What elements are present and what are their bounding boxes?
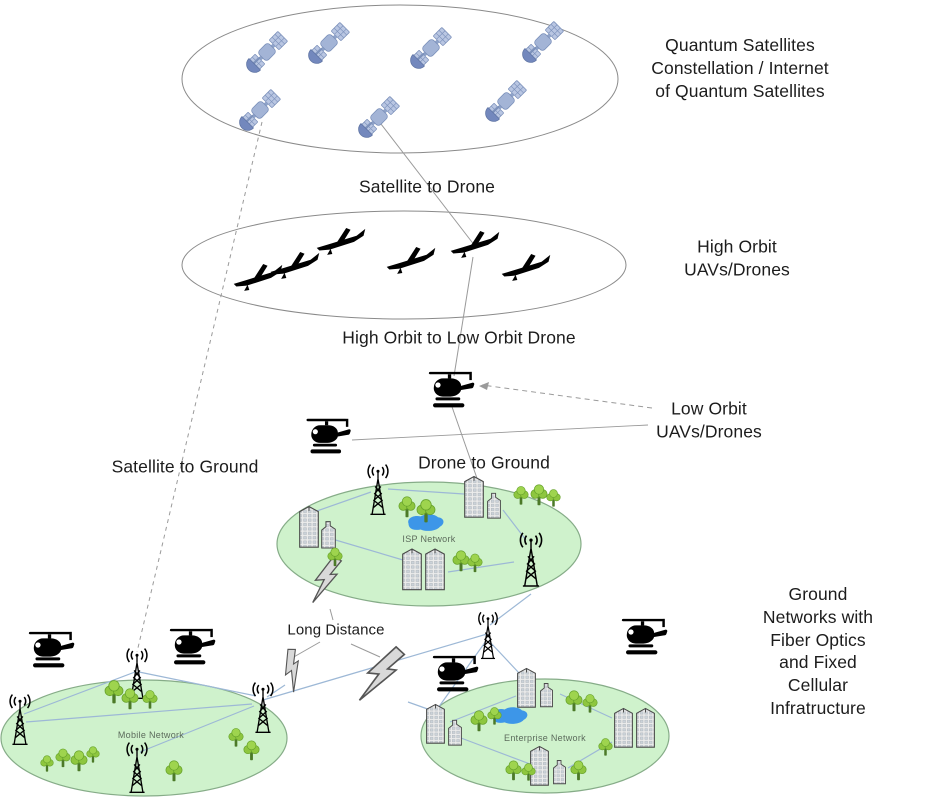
long-distance-leader-up <box>329 608 334 621</box>
satellite-icon <box>307 21 351 65</box>
label-quantum-satellites: Quantum Satellites Constellation / Inter… <box>651 34 829 101</box>
long-distance-leader-right <box>350 643 381 658</box>
enterprise-network-ellipse <box>420 678 670 794</box>
label-low-orbit-uavs: Low Orbit UAVs/Drones <box>656 398 762 441</box>
lightning-bolt-icon <box>355 639 407 711</box>
label-satellite-to-drone: Satellite to Drone <box>358 176 496 197</box>
network-link <box>449 695 517 723</box>
building-icon <box>636 707 655 748</box>
drone-icon <box>270 252 320 279</box>
satellite-icon <box>245 30 289 74</box>
tree-icon <box>546 489 561 507</box>
network-link <box>25 703 253 723</box>
high-orbit-drone-layer <box>233 228 551 291</box>
building-icon <box>464 475 484 518</box>
satellite-layer <box>238 20 565 139</box>
long-distance-leader-left <box>291 641 321 659</box>
network-link <box>23 671 136 715</box>
label-long-distance: Long Distance <box>287 621 385 639</box>
building-icon <box>517 667 536 708</box>
label-isp-network: ISP Network <box>402 534 456 545</box>
building-icon <box>614 707 633 748</box>
building-icon <box>402 548 422 591</box>
satellite-icon <box>409 26 453 70</box>
network-link <box>460 737 531 765</box>
link-lines <box>136 121 653 659</box>
network-link <box>266 684 286 698</box>
helicopter-icon <box>28 631 75 668</box>
satellite-icon <box>484 79 528 123</box>
pointer-arrowhead <box>479 382 489 390</box>
label-ground-networks: Ground Networks with Fiber Optics and Fi… <box>762 583 874 718</box>
network-link <box>139 705 255 753</box>
drone-icon <box>501 254 551 281</box>
drone-icon <box>233 264 283 291</box>
high-orbit-ellipse <box>181 210 627 320</box>
low-orbit-pointer-line-2 <box>351 424 649 441</box>
helicopter-icon <box>169 628 216 665</box>
high-to-low-drone-line <box>453 256 474 377</box>
mobile-network-ellipse <box>0 679 288 797</box>
drone-to-ground-line <box>450 403 480 485</box>
label-mobile-network: Mobile Network <box>117 730 185 741</box>
network-link <box>447 561 515 573</box>
label-high-orbit-uavs: High Orbit UAVs/Drones <box>684 236 790 279</box>
helicopter-icon <box>306 418 351 454</box>
building-icon <box>530 745 549 786</box>
helicopter-icon <box>621 618 668 655</box>
satellite-icon <box>521 20 565 64</box>
satellite-icon <box>357 95 401 139</box>
network-link <box>387 488 465 495</box>
helicopter-icon <box>428 371 475 408</box>
network-link <box>313 491 372 513</box>
label-satellite-to-ground: Satellite to Ground <box>111 456 259 477</box>
label-drone-to-ground: Drone to Ground <box>418 452 550 473</box>
drone-icon <box>450 231 500 258</box>
drone-icon <box>386 247 436 274</box>
network-link <box>488 640 521 675</box>
building-icon <box>299 505 319 548</box>
low-orbit-pointer-line-1 <box>481 384 653 409</box>
network-link <box>138 671 257 697</box>
label-high-to-low-drone: High Orbit to Low Orbit Drone <box>342 327 576 348</box>
building-icon <box>425 548 445 591</box>
building-icon <box>426 703 445 744</box>
satellite-constellation-ellipse <box>181 4 619 154</box>
drone-icon <box>316 228 366 255</box>
satellite-icon <box>238 88 282 132</box>
satellite-to-drone-line <box>380 123 476 247</box>
label-enterprise-network: Enterprise Network <box>504 733 586 744</box>
satellite-to-ground-line <box>136 121 263 653</box>
